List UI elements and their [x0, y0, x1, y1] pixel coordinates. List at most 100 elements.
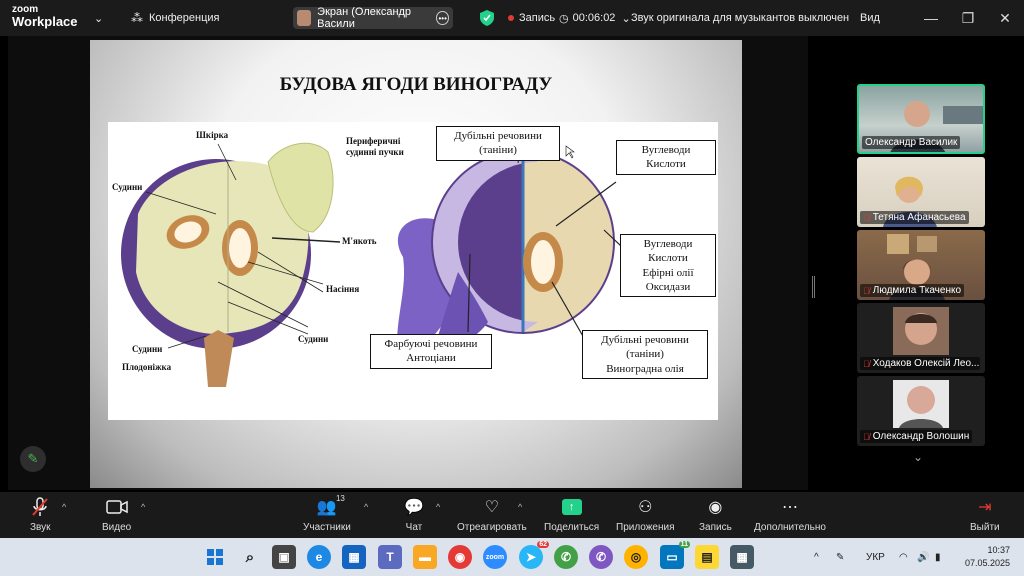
- wifi-icon[interactable]: ◠: [899, 551, 908, 563]
- whatsapp-icon[interactable]: ✆: [554, 545, 578, 569]
- label-vessels-right: Судини: [298, 334, 329, 344]
- grape-illustration: [121, 142, 639, 387]
- telegram-icon[interactable]: ➤ 62: [519, 541, 549, 569]
- sticky-notes-icon[interactable]: ▤: [695, 545, 719, 569]
- label-pulp: М'якоть: [342, 236, 377, 246]
- presentation-slide: БУДОВА ЯГОДИ ВИНОГРАДУ: [90, 40, 742, 488]
- participant-avatar-photo: [893, 380, 949, 428]
- more-button[interactable]: ⋯ Дополнительно: [754, 496, 826, 533]
- panel-resize-handle[interactable]: [812, 276, 815, 298]
- view-menu[interactable]: Вид: [860, 12, 880, 24]
- mic-muted-icon: 🎙̸: [863, 285, 870, 296]
- zoom-icon[interactable]: zoom: [483, 545, 507, 569]
- participant-tile[interactable]: 🎙̸Олександр Волошин: [857, 376, 985, 446]
- security-shield-icon[interactable]: [480, 0, 494, 36]
- close-icon[interactable]: ✕: [999, 9, 1011, 26]
- clock-icon: ◷: [559, 12, 569, 25]
- minimize-icon[interactable]: —: [924, 10, 938, 26]
- grape-diagram: Шкірка Периферичні судинні пучки Судини …: [108, 122, 718, 420]
- screen-share-indicator[interactable]: Экран (Олександр Васили •••: [293, 6, 453, 30]
- audio-button[interactable]: Звук: [30, 496, 51, 533]
- audio-options-caret[interactable]: ^: [62, 502, 67, 512]
- participant-name: 🎙̸Тетяна Афанасьева: [860, 211, 969, 224]
- recording-indicator[interactable]: Запись: [508, 0, 555, 36]
- react-options-caret[interactable]: ^: [518, 502, 523, 512]
- teams-icon[interactable]: T: [378, 545, 402, 569]
- video-options-caret[interactable]: ^: [141, 502, 146, 512]
- teams-badge: 11: [678, 541, 690, 548]
- video-button[interactable]: Видео: [102, 496, 131, 533]
- viber-icon[interactable]: ✆: [589, 545, 613, 569]
- chat-button[interactable]: 💬 Чат: [404, 496, 424, 533]
- people-icon: ⁂: [131, 11, 143, 25]
- avatar: [297, 10, 312, 26]
- calculator-icon[interactable]: ▦: [730, 545, 754, 569]
- restore-icon[interactable]: ❐: [961, 9, 975, 26]
- apps-icon: ⚇: [638, 499, 653, 516]
- shared-screen: БУДОВА ЯГОДИ ВИНОГРАДУ: [8, 36, 808, 490]
- record-button[interactable]: ◉ Запись: [699, 496, 732, 533]
- chevron-down-icon[interactable]: ⌄: [94, 12, 104, 25]
- participant-name: 🎙̸Олександр Волошин: [860, 430, 973, 443]
- timer: ◷ 00:06:02 ⌄: [559, 12, 631, 25]
- tray-overflow-icon[interactable]: ^: [814, 551, 819, 563]
- task-view-icon[interactable]: ▣: [272, 545, 296, 569]
- label-vessels-top: Судини: [112, 182, 143, 192]
- participant-name: 🎙̸Людмила Ткаченко: [860, 284, 965, 297]
- box-tannins-bottom: Дубільні речовини (таніни) Виноградна ол…: [582, 330, 708, 379]
- windows-start-icon[interactable]: [203, 545, 227, 569]
- edge-icon[interactable]: e: [307, 545, 331, 569]
- calculator-grid-icon[interactable]: ▦: [342, 545, 366, 569]
- leave-icon: ⇥: [978, 499, 992, 516]
- box-pigments: Фарбуючі речовини Антоціани: [370, 334, 492, 369]
- pen-icon[interactable]: ✎: [836, 551, 845, 563]
- search-icon[interactable]: ⌕: [245, 548, 255, 566]
- heart-icon: ♡: [484, 499, 500, 516]
- meeting-area: БУДОВА ЯГОДИ ВИНОГРАДУ: [0, 36, 1024, 492]
- battery-icon[interactable]: ▮: [935, 551, 941, 563]
- share-button[interactable]: ↑ Поделиться: [544, 499, 600, 533]
- apps-button[interactable]: ⚇ Приложения: [616, 496, 675, 533]
- participants-button[interactable]: 👥13 Участники: [303, 494, 351, 533]
- participant-name: 🎙̸Ходаков Олексій Лео...: [860, 357, 980, 370]
- participant-tile[interactable]: Олександр Василик: [857, 84, 985, 154]
- chevron-down-icon[interactable]: ⌄: [913, 450, 924, 464]
- box-carbs-acids: Вуглеводи Кислоти: [616, 140, 716, 175]
- original-audio-notice[interactable]: Звук оригинала для музыкантов выключен: [631, 12, 850, 24]
- more-icon: ⋯: [781, 499, 798, 516]
- chat-options-caret[interactable]: ^: [436, 502, 441, 512]
- record-icon: ◉: [708, 499, 723, 516]
- share-screen-icon: ↑: [561, 499, 582, 515]
- label-skin: Шкірка: [196, 130, 229, 140]
- language-indicator[interactable]: УКР: [866, 551, 885, 563]
- mic-muted-icon: [31, 496, 49, 518]
- file-explorer-icon[interactable]: ▬: [413, 545, 437, 569]
- system-clock[interactable]: 10:37 07.05.2025: [964, 545, 1010, 568]
- react-button[interactable]: ♡ Отреагировать: [457, 496, 527, 533]
- box-tannins-top: Дубільні речовини (таніни): [436, 126, 560, 161]
- mic-muted-icon: 🎙̸: [863, 358, 870, 369]
- annotate-pencil-icon[interactable]: ✎: [20, 446, 46, 472]
- remote-desktop-icon[interactable]: ▭ 11: [660, 541, 690, 569]
- record-dot-icon: [508, 15, 514, 21]
- leave-button[interactable]: ⇥ Выйти: [970, 496, 1000, 533]
- participant-name: Олександр Василик: [862, 136, 961, 149]
- more-options-icon[interactable]: •••: [436, 11, 449, 25]
- chrome-icon[interactable]: ◉: [448, 545, 472, 569]
- label-peripheral: Периферичні судинні пучки: [346, 136, 404, 158]
- participant-avatar-photo: [893, 307, 949, 355]
- title-bar: zoom Workplace ⌄ ⁂ Конференция Экран (Ол…: [0, 0, 1024, 36]
- slide-title: БУДОВА ЯГОДИ ВИНОГРАДУ: [279, 74, 553, 95]
- participant-tile[interactable]: 🎙̸Тетяна Афанасьева: [857, 157, 985, 227]
- mic-muted-icon: 🎙̸: [863, 431, 870, 442]
- participants-options-caret[interactable]: ^: [364, 502, 369, 512]
- chevron-down-icon[interactable]: ⌄: [621, 12, 631, 25]
- participant-tile[interactable]: 🎙̸Ходаков Олексій Лео...: [857, 303, 985, 373]
- eye-app-icon[interactable]: ◎: [624, 545, 648, 569]
- windows-taskbar: ⌕ ▣ e ▦ T ▬ ◉ zoom ➤ 62 ✆ ✆ ◎ ▭ 11 ▤ ▦ ^…: [0, 538, 1024, 576]
- volume-icon[interactable]: 🔊: [917, 551, 930, 563]
- participant-tile[interactable]: 🎙̸Людмила Ткаченко: [857, 230, 985, 300]
- zoom-logo: zoom Workplace: [12, 4, 78, 29]
- box-carbs-oils: Вуглеводи Кислоти Ефірні олії Оксидази: [620, 234, 716, 298]
- meeting-menu[interactable]: ⁂ Конференция: [131, 11, 220, 25]
